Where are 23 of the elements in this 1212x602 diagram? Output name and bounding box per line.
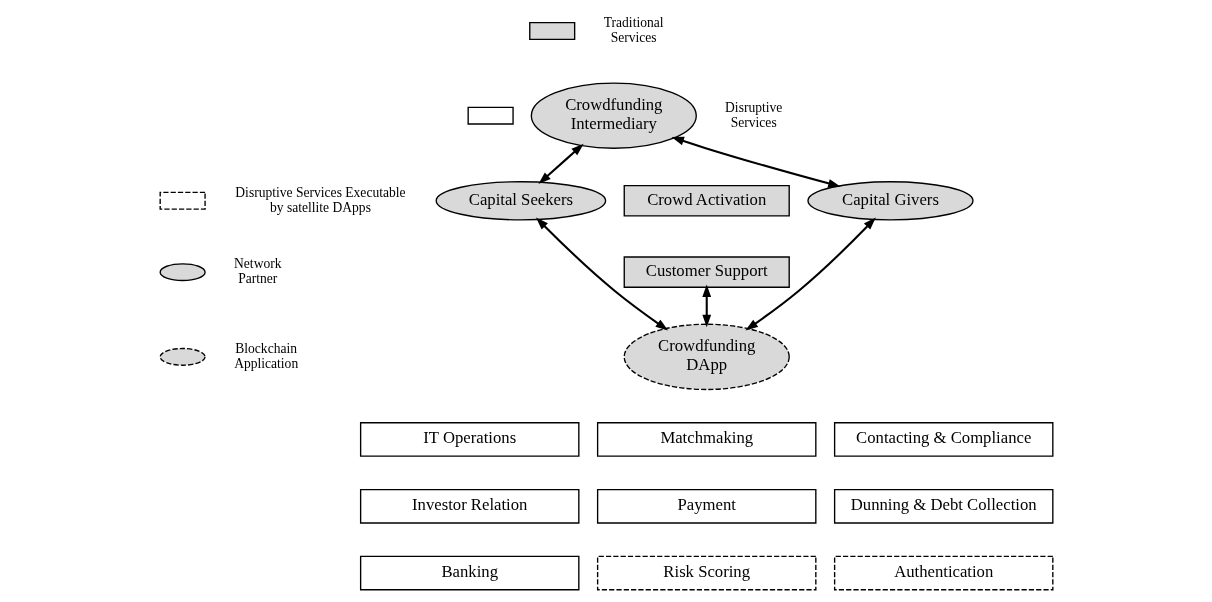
arrow: [744, 217, 876, 331]
legend-label: Network Partner: [233, 256, 282, 287]
arrow: [670, 136, 841, 188]
node-box: Payment: [596, 488, 816, 524]
node-box: Matchmaking: [596, 422, 816, 457]
node-ellipse: Capital Seekers: [435, 181, 606, 221]
node-box: Investor Relation: [359, 488, 579, 524]
legend-label: Disruptive Services: [724, 99, 782, 130]
node-box: Banking: [359, 555, 579, 591]
node-box: Crowd Activation: [623, 184, 790, 217]
node-box: Risk Scoring: [596, 555, 816, 591]
node-box: Contacting & Compliance: [833, 422, 1053, 457]
legend-label: Blockchain Application: [233, 341, 298, 371]
node-box: Customer Support: [623, 256, 790, 288]
node-box: IT Operations: [359, 422, 579, 457]
node-box: Authentication: [833, 555, 1053, 591]
arrow: [537, 143, 584, 185]
legend-label: Disruptive Services Executable by satellite DApps: [234, 185, 406, 215]
node-ellipse: Crowdfunding DApp: [623, 323, 790, 391]
legend-label: Traditional Services: [603, 15, 664, 45]
arrow: [701, 284, 711, 328]
node-box: Dunning & Debt Collection: [833, 488, 1053, 524]
arrow: [535, 217, 668, 331]
